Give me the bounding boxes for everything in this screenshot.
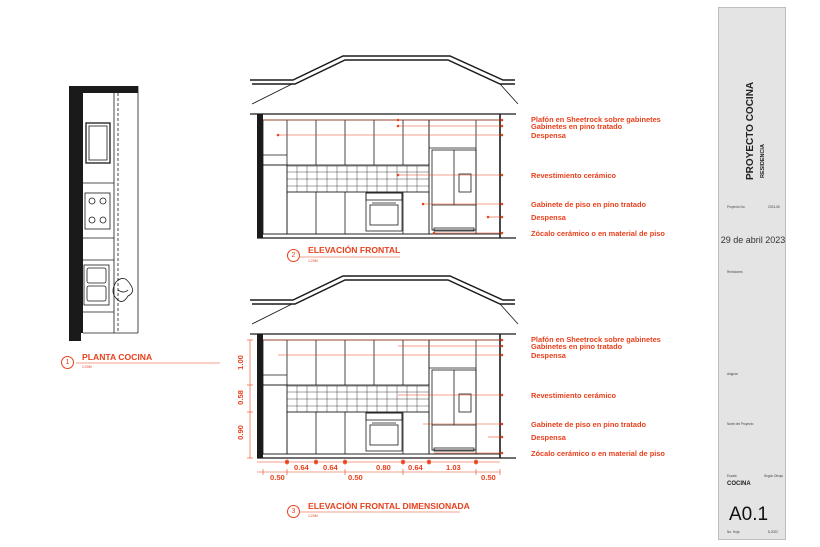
scale-label: Escala	[727, 474, 737, 478]
issue-date: 29 de abril 2023	[720, 235, 786, 245]
kitchen-plan	[69, 86, 139, 341]
project-no-label: Proyecto No.	[727, 205, 746, 209]
plan-view-title: PLANTA COCINA	[82, 352, 153, 362]
elevation-front	[250, 55, 519, 239]
note-despensa-top-dim: Despensa	[531, 351, 566, 360]
approval-label: Asignar	[727, 372, 738, 376]
dim-lower-1: 0.50	[270, 473, 285, 482]
sheet-no-label: No. Hoja	[727, 530, 740, 534]
note-despensa-top: Despensa	[531, 131, 566, 140]
dim-upper-1: 0.64	[294, 463, 309, 472]
dim-vertical-2: 0.58	[235, 390, 245, 405]
elevation-dimensioned-number: 3	[287, 505, 300, 518]
dim-vertical-3: 0.90	[235, 425, 245, 440]
dimension-lines	[247, 339, 501, 475]
dim-vertical-1: 1.00	[235, 355, 245, 370]
scale-value: Según Dibujo	[764, 474, 784, 478]
sheet-name: COCINA	[727, 481, 751, 487]
leaders-elevation-front	[263, 118, 504, 235]
dim-upper-5: 1.03	[446, 463, 461, 472]
note-gabinetes-pino-dim: Gabinetes en pino tratado	[531, 342, 623, 351]
note-gabinete-piso: Gabinete de piso en pino tratado	[531, 200, 646, 209]
note-plafon: Plafón en Sheetrock sobre gabinetes	[531, 115, 661, 124]
note-revestimiento-dim: Revestimiento cerámico	[531, 391, 617, 400]
dim-lower-3: 0.50	[481, 473, 496, 482]
note-gabinete-piso-dim: Gabinete de piso en pino tratado	[531, 420, 646, 429]
elevation-front-number: 2	[287, 249, 300, 262]
dim-upper-4: 0.64	[408, 463, 423, 472]
project-subtitle: RESIDENCIA	[760, 144, 766, 178]
note-plafon-dim: Plafón en Sheetrock sobre gabinetes	[531, 335, 661, 344]
elevation-front-scale: 1:20M	[308, 259, 318, 263]
dim-lower-2: 0.50	[348, 473, 363, 482]
note-gabinetes-pino: Gabinetes en pino tratado	[531, 122, 623, 131]
elevation-front-title: ELEVACIÓN FRONTAL	[308, 245, 401, 255]
dim-upper-2: 0.64	[323, 463, 338, 472]
note-despensa-bottom-dim: Despensa	[531, 433, 566, 442]
project-title: PROYECTO COCINA	[745, 81, 756, 180]
elevation-dimensioned-title: ELEVACIÓN FRONTAL DIMENSIONADA	[308, 501, 470, 511]
note-despensa-bottom: Despensa	[531, 213, 566, 222]
sheet-count: 8-2022	[768, 530, 778, 534]
elevation-dimensioned-scale: 1:20M	[308, 514, 318, 518]
note-zocalo-dim: Zócalo cerámico o en material de piso	[531, 449, 665, 458]
title-block	[718, 7, 786, 540]
note-zocalo: Zócalo cerámico o en material de piso	[531, 229, 665, 238]
plan-view-number: 1	[61, 356, 74, 369]
dim-upper-3: 0.80	[376, 463, 391, 472]
north-label: Norte del Proyecto	[727, 422, 754, 426]
revisions-label: Revisiones	[727, 270, 743, 274]
project-no-value: 2023-06	[768, 205, 780, 209]
note-revestimiento: Revestimiento cerámico	[531, 171, 617, 180]
sheet-number: A0.1	[729, 504, 769, 525]
leaders-elevation-dimensioned	[263, 338, 504, 455]
elevation-dimensioned	[250, 275, 519, 459]
plan-view-scale: 1:20M	[82, 365, 92, 369]
